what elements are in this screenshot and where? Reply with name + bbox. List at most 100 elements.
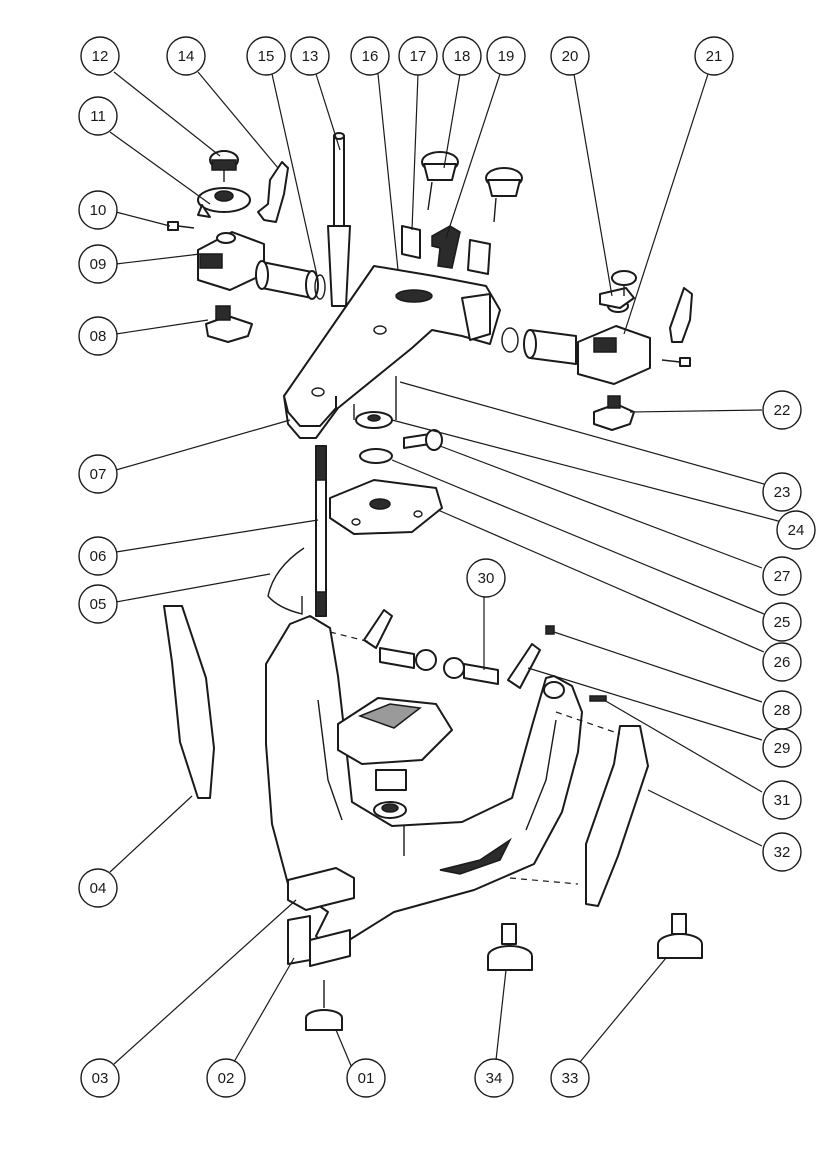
- svg-text:01: 01: [358, 1070, 375, 1087]
- callout-03: 03: [80, 1058, 120, 1098]
- part-washers-stack: [353, 376, 397, 464]
- svg-text:27: 27: [774, 568, 791, 585]
- callout-32: 32: [762, 832, 802, 872]
- callout-25: 25: [762, 602, 802, 642]
- svg-text:14: 14: [178, 48, 195, 65]
- svg-text:26: 26: [774, 654, 791, 671]
- callout-24: 24: [776, 510, 816, 550]
- part-foot-pad-33: [657, 913, 703, 959]
- callout-02: 02: [206, 1058, 246, 1098]
- svg-text:15: 15: [258, 48, 275, 65]
- part-spring-wire: [267, 547, 305, 615]
- leader-lines: [109, 71, 783, 1069]
- callout-05: 05: [78, 584, 118, 624]
- part-ring-right: [501, 327, 519, 353]
- callout-18: 18: [442, 36, 482, 76]
- part-lower-frame: [265, 615, 583, 949]
- callout-22: 22: [762, 390, 802, 430]
- svg-text:25: 25: [774, 614, 791, 631]
- svg-text:02: 02: [218, 1070, 235, 1087]
- part-condyle-ball-left: [205, 305, 253, 343]
- part-front-legs: [287, 915, 351, 967]
- callout-19: 19: [486, 36, 526, 76]
- callout-21: 21: [694, 36, 734, 76]
- callout-14: 14: [166, 36, 206, 76]
- callout-06: 06: [78, 536, 118, 576]
- svg-text:11: 11: [90, 108, 106, 125]
- svg-text:32: 32: [774, 844, 791, 861]
- part-plate-26: [329, 479, 443, 535]
- part-incisal-pin: [327, 132, 351, 307]
- part-axle-left: [255, 260, 326, 300]
- callout-15: 15: [246, 36, 286, 76]
- svg-text:31: 31: [774, 792, 791, 809]
- callout-10: 10: [78, 190, 118, 230]
- svg-text:29: 29: [774, 740, 791, 757]
- svg-text:23: 23: [774, 484, 791, 501]
- callout-20: 20: [550, 36, 590, 76]
- svg-text:34: 34: [486, 1070, 503, 1087]
- part-axle-right: [523, 329, 577, 365]
- callout-11: 11: [78, 96, 118, 136]
- part-joint-assembly: [363, 609, 555, 689]
- svg-text:09: 09: [90, 256, 107, 273]
- svg-text:24: 24: [788, 522, 805, 539]
- svg-text:05: 05: [90, 596, 107, 613]
- part-foot-screw: [305, 980, 343, 1031]
- parts-group: [163, 132, 703, 1031]
- callout-30: 30: [466, 558, 506, 598]
- svg-text:07: 07: [90, 466, 107, 483]
- callout-23: 23: [762, 472, 802, 512]
- assembly-line-lower: [509, 877, 579, 885]
- svg-text:13: 13: [302, 48, 319, 65]
- assembly-line-joint: [329, 631, 371, 643]
- part-condyle-housing-left: [197, 231, 265, 291]
- callout-29: 29: [762, 728, 802, 768]
- svg-text:19: 19: [498, 48, 515, 65]
- assembly-line-upper: [555, 711, 621, 735]
- part-washer-clamp: [197, 187, 251, 218]
- part-condyle-housing-right: [577, 287, 651, 385]
- part-screw-right: [661, 357, 691, 367]
- svg-text:06: 06: [90, 548, 107, 565]
- callout-13: 13: [290, 36, 330, 76]
- callout-bubbles: 12 14 15 13 16 17 18 19 20 21 11 10 09 0…: [78, 36, 816, 1098]
- part-screw-left: [167, 221, 195, 231]
- svg-text:22: 22: [774, 402, 791, 419]
- svg-text:21: 21: [706, 48, 723, 65]
- callout-07: 07: [78, 454, 118, 494]
- part-knob-top-left: [209, 150, 239, 182]
- callout-17: 17: [398, 36, 438, 76]
- callout-26: 26: [762, 642, 802, 682]
- part-lever-right: [669, 287, 693, 343]
- callout-34: 34: [474, 1058, 514, 1098]
- part-incisal-table: [337, 697, 453, 856]
- part-side-plate-right: [585, 725, 649, 907]
- part-knob-right-top: [467, 167, 523, 275]
- part-foot-pad-34: [487, 923, 533, 971]
- callout-16: 16: [350, 36, 390, 76]
- part-upper-frame: [283, 265, 501, 439]
- callout-09: 09: [78, 244, 118, 284]
- part-knob-18: [421, 151, 459, 211]
- part-spacer-17: [401, 225, 421, 259]
- svg-text:08: 08: [90, 328, 107, 345]
- callout-08: 08: [78, 316, 118, 356]
- part-side-plate-left: [163, 605, 215, 799]
- callout-31: 31: [762, 780, 802, 820]
- part-knob-20: [611, 270, 637, 296]
- svg-text:16: 16: [362, 48, 379, 65]
- svg-text:03: 03: [92, 1070, 109, 1087]
- part-pin-31: [589, 695, 607, 702]
- svg-text:30: 30: [478, 570, 495, 587]
- svg-text:18: 18: [454, 48, 471, 65]
- svg-text:28: 28: [774, 702, 791, 719]
- svg-text:10: 10: [90, 202, 107, 219]
- part-condyle-ball-right: [593, 395, 635, 431]
- svg-text:04: 04: [90, 880, 107, 897]
- part-foot-block: [287, 867, 355, 911]
- callout-28: 28: [762, 690, 802, 730]
- svg-text:12: 12: [92, 48, 109, 65]
